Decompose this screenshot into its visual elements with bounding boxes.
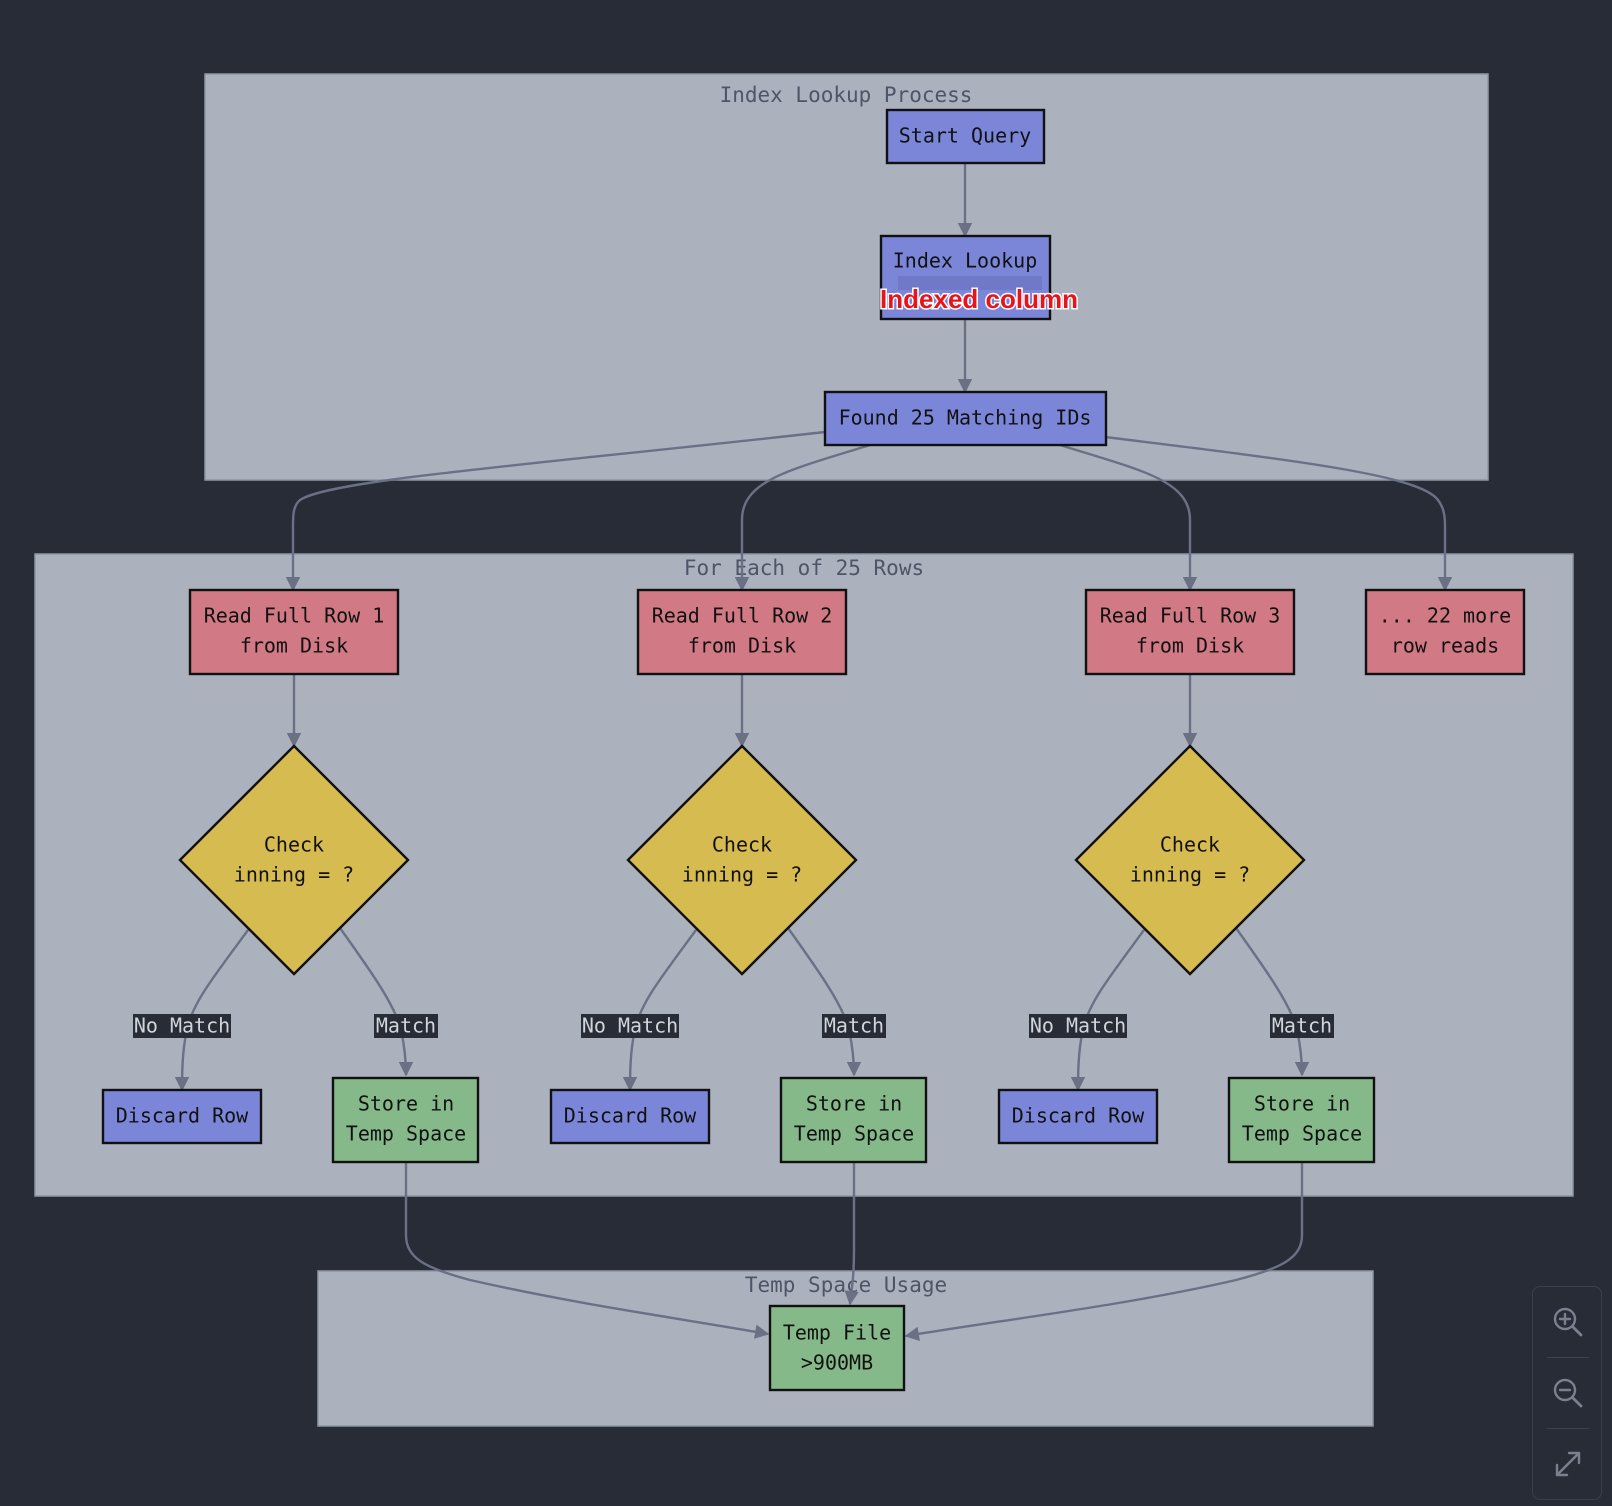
node-read-row-3[interactable]: Read Full Row 3 from Disk [1084,588,1296,676]
node-read-row-3-line1: Read Full Row 3 [1100,604,1281,628]
node-index-lookup-label: Index Lookup [893,249,1038,273]
zoom-out-button[interactable] [1533,1358,1603,1428]
node-discard-row-1[interactable]: Discard Row [101,1088,263,1145]
zoom-controls [1532,1286,1602,1500]
edge-label-no-match-2: No Match [582,1014,678,1038]
node-check-1-line2: inning = ? [234,863,354,887]
node-more-line2: row reads [1391,634,1499,658]
node-check-2-line1: Check [712,833,772,857]
edge-label-no-match-1: No Match [134,1014,230,1038]
node-found-matching-ids[interactable]: Found 25 Matching IDs [823,390,1108,447]
edge-label-match-2: Match [824,1014,884,1038]
zoom-out-icon [1553,1378,1583,1408]
edge-found-to-more [1104,435,1453,592]
node-discard-1-label: Discard Row [116,1104,249,1128]
edge-label-no-match-3: No Match [1030,1014,1126,1038]
node-discard-2-label: Discard Row [564,1104,697,1128]
node-store-3-line2: Temp Space [1242,1122,1362,1146]
node-more-line1: ... 22 more [1379,604,1511,628]
node-read-row-1-line1: Read Full Row 1 [204,604,385,628]
blurred-text-region [898,276,1042,290]
node-store-2-line2: Temp Space [794,1122,914,1146]
edge-labels: No Match Match No Match Match No Match M… [133,1014,1334,1038]
cluster-title-rows: For Each of 25 Rows [684,556,924,580]
node-temp-file-line1: Temp File [783,1321,891,1345]
node-index-lookup[interactable]: Index Lookup [879,234,1052,321]
edge-found-to-read1 [285,430,826,592]
node-temp-file-line2: >900MB [801,1351,873,1375]
node-check-3-line1: Check [1160,833,1220,857]
node-check-inning-2[interactable]: Check inning = ? [626,744,858,976]
node-store-temp-1[interactable]: Store in Temp Space [331,1076,480,1164]
edge-label-match-3: Match [1272,1014,1332,1038]
node-found-label: Found 25 Matching IDs [839,406,1092,430]
cluster-title-temp: Temp Space Usage [745,1273,947,1297]
node-read-row-1-line2: from Disk [240,634,348,658]
fit-to-screen-button[interactable] [1533,1429,1603,1499]
node-start-query-label: Start Query [899,124,1031,148]
nodes: Start Query Index Lookup Found 25 Matchi… [101,108,1526,1392]
node-start-query[interactable]: Start Query [885,108,1046,165]
node-check-1-line1: Check [264,833,324,857]
node-temp-file[interactable]: Temp File >900MB [768,1304,906,1392]
node-read-row-2[interactable]: Read Full Row 2 from Disk [636,588,848,676]
edge-store1-to-tempfile [404,1162,770,1339]
edge-label-match-1: Match [376,1014,436,1038]
node-check-inning-1[interactable]: Check inning = ? [178,744,410,976]
node-discard-3-label: Discard Row [1012,1104,1145,1128]
edges [174,164,1453,1341]
node-check-inning-3[interactable]: Check inning = ? [1074,744,1306,976]
edge-store3-to-tempfile [904,1162,1304,1341]
edge-found-to-read2 [734,443,871,592]
edge-found-to-read3 [1059,443,1198,592]
node-read-row-2-line1: Read Full Row 2 [652,604,833,628]
node-check-3-line2: inning = ? [1130,863,1250,887]
edge-store2-to-tempfile [844,1162,859,1306]
cluster-title-index: Index Lookup Process [720,83,973,107]
indexed-column-annotation: Indexed column [880,284,1078,314]
node-store-3-line1: Store in [1254,1092,1350,1116]
expand-icon [1555,1451,1581,1477]
node-read-row-1[interactable]: Read Full Row 1 from Disk [188,588,400,676]
node-discard-row-2[interactable]: Discard Row [549,1088,711,1145]
node-store-1-line2: Temp Space [346,1122,466,1146]
node-check-2-line2: inning = ? [682,863,802,887]
node-read-row-3-line2: from Disk [1136,634,1244,658]
node-store-temp-2[interactable]: Store in Temp Space [779,1076,928,1164]
zoom-in-button[interactable] [1533,1287,1603,1357]
node-store-temp-3[interactable]: Store in Temp Space [1227,1076,1376,1164]
node-store-1-line1: Store in [358,1092,454,1116]
node-discard-row-3[interactable]: Discard Row [997,1088,1159,1145]
node-store-2-line1: Store in [806,1092,902,1116]
zoom-in-icon [1553,1307,1583,1337]
node-more-row-reads[interactable]: ... 22 more row reads [1364,588,1526,676]
node-read-row-2-line2: from Disk [688,634,796,658]
